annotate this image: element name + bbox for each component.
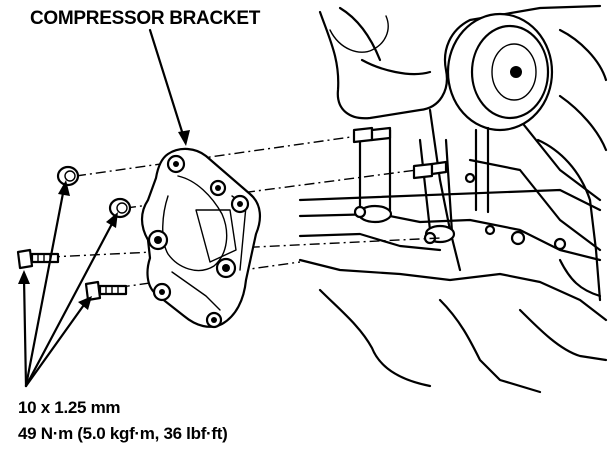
fastener-size-label: 10 x 1.25 mm [18, 398, 121, 417]
stud-middle [412, 160, 448, 180]
bolt-left [16, 248, 60, 270]
bolt-lower [84, 280, 128, 302]
pulley [446, 12, 608, 214]
diagram-title: COMPRESSOR BRACKET [30, 8, 261, 29]
engine-block [298, 4, 608, 394]
nut-middle [108, 197, 132, 219]
compressor-bracket [140, 147, 262, 329]
torque-spec-label: 49 N·m (5.0 kgf·m, 36 lbf·ft) [18, 424, 228, 443]
leader-arrows [18, 28, 190, 388]
stud-upper [352, 126, 392, 144]
nut-upper [56, 165, 80, 187]
fasteners [16, 126, 448, 302]
